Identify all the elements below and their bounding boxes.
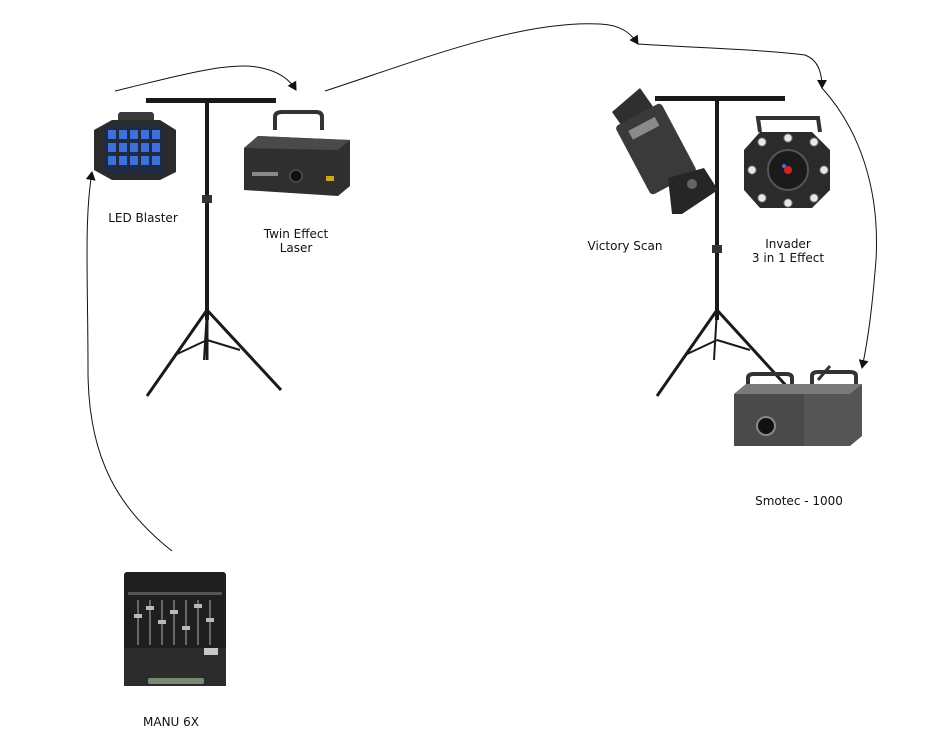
- effect-light-icon: [744, 116, 830, 208]
- arrow-manu6x-to-led-blaster: [85, 171, 173, 552]
- twin-effect-laser-label: Twin Effect Laser: [248, 227, 344, 255]
- manu6x-label: MANU 6X: [143, 715, 199, 729]
- arrow-invader-to-smotec: [821, 87, 877, 369]
- dmx-controller-icon: [124, 572, 226, 686]
- invader-label-line2: 3 in 1 Effect: [751, 251, 825, 265]
- led-blaster-icon: [94, 112, 176, 180]
- arrow-right-stand-to-invader: [637, 43, 827, 89]
- victory-scan-label: Victory Scan: [587, 239, 663, 253]
- left-tripod-stand: [145, 98, 283, 397]
- connections: [85, 23, 877, 552]
- led-blaster-label: LED Blaster: [108, 211, 178, 225]
- smotec-label: Smotec - 1000: [755, 494, 843, 508]
- arrow-led-blaster-to-twin-laser: [114, 65, 297, 92]
- scanner-icon: [612, 88, 718, 214]
- arrow-twin-laser-to-right-stand: [324, 23, 639, 92]
- right-tripod-stand: [655, 96, 792, 397]
- invader-label: Invader 3 in 1 Effect: [738, 237, 838, 265]
- fog-machine-icon: [734, 365, 862, 446]
- laser-projector-icon: [244, 110, 350, 196]
- invader-label-line1: Invader: [765, 237, 811, 251]
- twin-effect-laser-label-line2: Laser: [279, 241, 313, 255]
- twin-effect-laser-label-line1: Twin Effect: [263, 227, 329, 241]
